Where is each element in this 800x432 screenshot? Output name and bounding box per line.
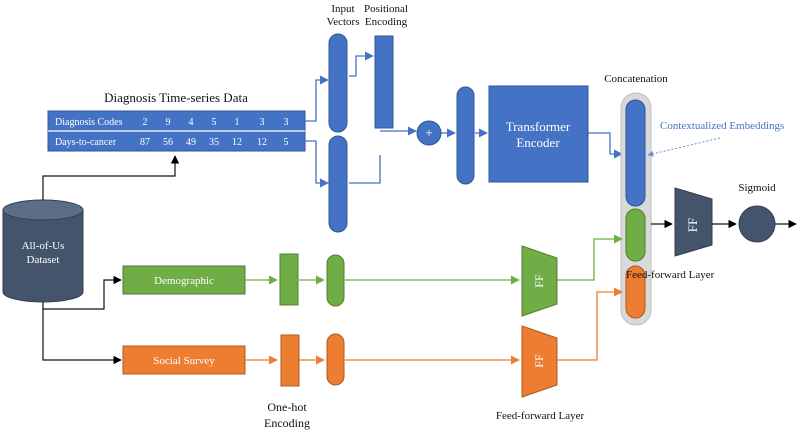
row-label-diagnosis-codes: Diagnosis Codes bbox=[55, 117, 123, 128]
dataset-connectors bbox=[42, 155, 180, 365]
transformer-label-line2: Encoder bbox=[516, 135, 560, 150]
timeseries-table: Diagnosis Codes Days-to-cancer 2 9 4 5 1… bbox=[47, 110, 306, 152]
social-survey-ff-label: FF bbox=[532, 354, 546, 368]
sigmoid-node bbox=[738, 205, 776, 243]
days-cell: 56 bbox=[163, 137, 173, 148]
input-vector-codes bbox=[328, 33, 348, 133]
output-ff-layer bbox=[674, 187, 713, 257]
timeseries-title: Diagnosis Time-series Data bbox=[104, 90, 248, 105]
input-vector-days bbox=[328, 135, 348, 233]
days-cell: 87 bbox=[140, 137, 150, 148]
concatenation-label: Concatenation bbox=[604, 73, 668, 85]
contextualized-pointer bbox=[647, 137, 721, 157]
social-survey-label: Social Survey bbox=[153, 355, 215, 367]
transformer-label-line1: Transformer bbox=[506, 119, 571, 134]
days-cell: 5 bbox=[284, 137, 289, 148]
code-cell: 3 bbox=[260, 117, 265, 128]
contextualized-embeddings-label: Contextualized Embeddings bbox=[660, 120, 784, 132]
code-cell: 9 bbox=[166, 117, 171, 128]
concat-demographic-embedding bbox=[625, 208, 646, 262]
days-cell: 12 bbox=[232, 137, 242, 148]
days-cell: 12 bbox=[257, 137, 267, 148]
transformer-encoder-block bbox=[488, 85, 589, 183]
demographic-embedding bbox=[326, 254, 345, 307]
sigmoid-label: Sigmoid bbox=[738, 182, 776, 194]
code-cell: 3 bbox=[284, 117, 289, 128]
input-vectors-label-line1: Input bbox=[331, 3, 354, 15]
demographic-box bbox=[122, 265, 246, 295]
plus-icon: + bbox=[425, 125, 432, 140]
social-survey-ff-layer bbox=[521, 325, 558, 398]
code-cell: 1 bbox=[235, 117, 240, 128]
social-survey-connectors bbox=[245, 287, 623, 365]
dataset-label-line2: Dataset bbox=[27, 254, 60, 266]
demographic-ff-layer bbox=[521, 245, 558, 317]
input-vectors-label-line2: Vectors bbox=[327, 16, 360, 28]
add-operation-node bbox=[416, 120, 442, 146]
all-of-us-dataset: All-of-Us Dataset bbox=[2, 199, 84, 303]
concat-social-embedding bbox=[625, 265, 646, 319]
onehot-encoding-label-line1: One-hot bbox=[267, 400, 307, 414]
days-cell: 35 bbox=[209, 137, 219, 148]
onehot-encoding-label-line2: Encoding bbox=[264, 416, 310, 430]
output-ff-label: FF bbox=[685, 218, 700, 232]
social-survey-embedding bbox=[326, 333, 345, 386]
positional-encoding-block bbox=[374, 35, 394, 129]
positional-encoding-label-line1: Positional bbox=[364, 3, 408, 15]
code-cell: 4 bbox=[189, 117, 194, 128]
row-label-days-to-cancer: Days-to-cancer bbox=[55, 137, 117, 148]
code-cell: 5 bbox=[212, 117, 217, 128]
demographic-ff-label: FF bbox=[532, 274, 546, 288]
social-survey-box bbox=[122, 345, 246, 375]
table-to-vectors-connectors bbox=[305, 51, 623, 188]
demographic-connectors bbox=[245, 234, 623, 285]
social-survey-onehot-vector bbox=[280, 334, 300, 387]
positional-encoding-label-line2: Encoding bbox=[365, 16, 408, 28]
concat-contextual-embedding bbox=[625, 99, 646, 207]
code-cell: 2 bbox=[143, 117, 148, 128]
feed-forward-layer-label-bottom: Feed-forward Layer bbox=[496, 410, 585, 422]
demographic-label: Demographic bbox=[154, 275, 214, 287]
dataset-label-line1: All-of-Us bbox=[22, 240, 65, 252]
demographic-onehot-vector bbox=[279, 253, 299, 306]
days-cell: 49 bbox=[186, 137, 196, 148]
summed-vector bbox=[456, 86, 475, 185]
feed-forward-layer-label-right: Feed-forward Layer bbox=[626, 269, 715, 281]
